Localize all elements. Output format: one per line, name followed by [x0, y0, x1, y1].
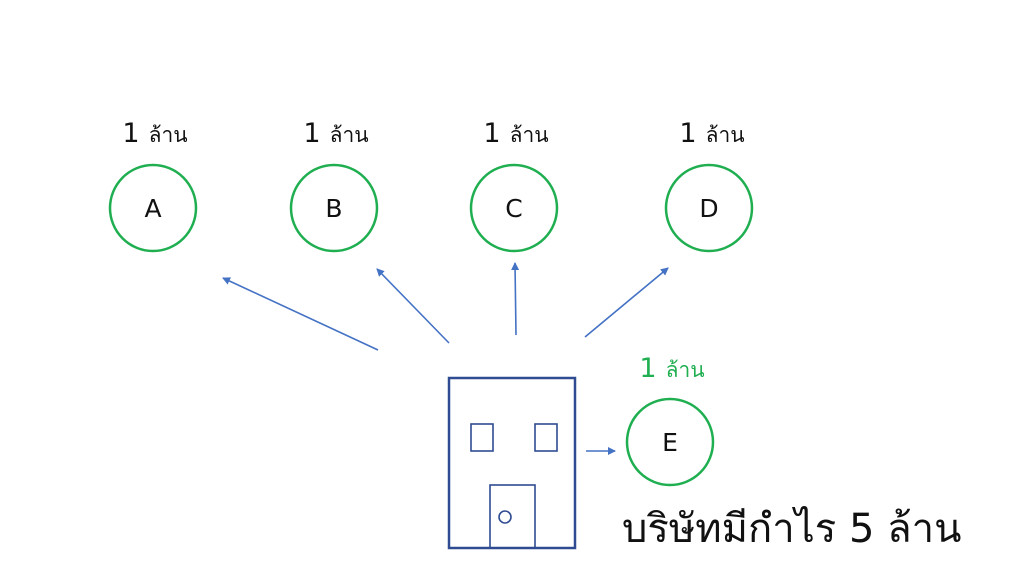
retained-e-amount-number: 1: [639, 353, 656, 384]
building-window-right: [534, 423, 558, 452]
shareholder-b-amount-number: 1: [303, 118, 320, 149]
shareholder-c-letter: C: [505, 194, 522, 223]
arrow-to-a: [222, 277, 379, 351]
building-door-knob: [498, 510, 512, 524]
shareholder-d-amount-number: 1: [679, 118, 696, 149]
building-door: [489, 484, 536, 549]
shareholder-a-amount: 1 ล้าน: [122, 118, 187, 149]
shareholder-a-amount-number: 1: [122, 118, 139, 149]
arrow-to-c: [511, 262, 520, 336]
shareholder-c-amount-unit: ล้าน: [510, 123, 549, 147]
building-window-left: [470, 423, 494, 452]
shareholder-d-amount-unit: ล้าน: [706, 123, 745, 147]
arrow-to-b: [376, 268, 450, 344]
arrow-to-d: [584, 267, 669, 338]
retained-e-amount-unit: ล้าน: [666, 358, 705, 382]
shareholder-a-amount-unit: ล้าน: [149, 123, 188, 147]
company-building-icon: [447, 376, 577, 550]
shareholder-c-circle: [469, 163, 559, 253]
shareholder-c-amount: 1 ล้าน: [483, 118, 548, 149]
shareholder-c-amount-number: 1: [483, 118, 500, 149]
retained-e-circle: [625, 397, 715, 487]
shareholder-a-circle: [108, 163, 198, 253]
retained-e-amount: 1 ล้าน: [639, 353, 704, 384]
shareholder-a-letter: A: [144, 194, 161, 223]
shareholder-b-circle: [289, 163, 379, 253]
shareholder-d-amount: 1 ล้าน: [679, 118, 744, 149]
profit-caption: บริษัทมีกำไร 5 ล้าน: [622, 506, 961, 552]
shareholder-b-amount-unit: ล้าน: [330, 123, 369, 147]
shareholder-d-letter: D: [699, 194, 718, 223]
shareholder-d-circle: [664, 163, 754, 253]
shareholder-b-amount: 1 ล้าน: [303, 118, 368, 149]
shareholder-b-letter: B: [325, 194, 342, 223]
retained-e-letter: E: [662, 428, 678, 457]
